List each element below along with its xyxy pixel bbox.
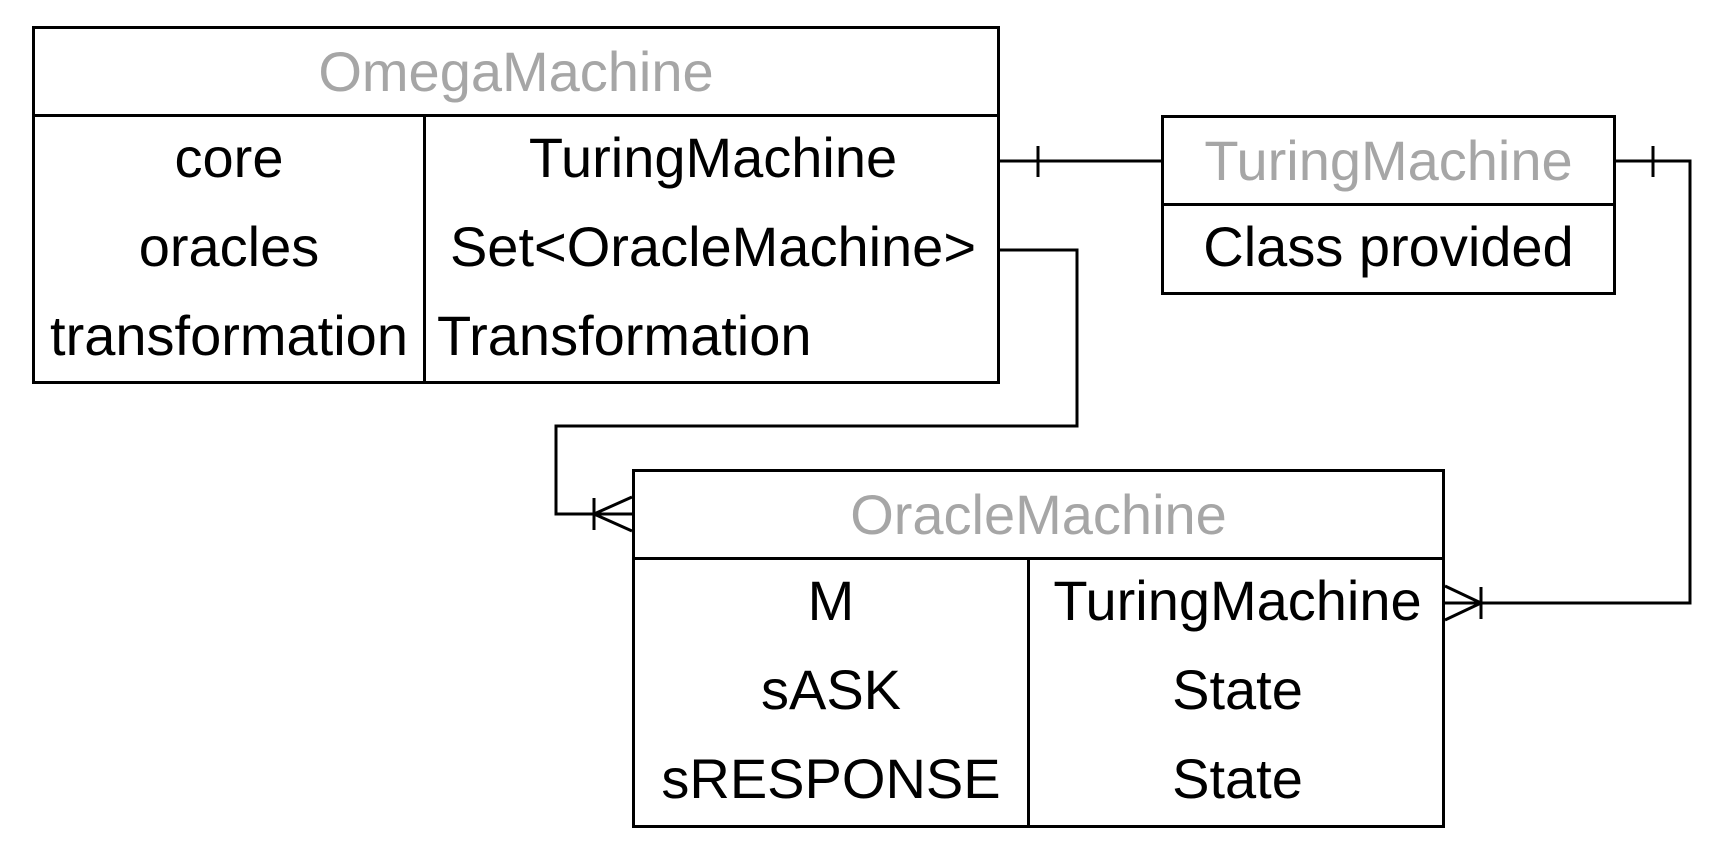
turing-machine-entity: TuringMachine Class provided bbox=[1161, 115, 1616, 295]
turing-machine-body: Class provided bbox=[1203, 215, 1574, 278]
turing-machine-title: TuringMachine bbox=[1164, 118, 1613, 206]
omega-field-type-core: TuringMachine bbox=[528, 126, 898, 189]
oracle-field-name-sask: sASK bbox=[760, 658, 902, 721]
relationship-turing-machine-to-oracle-m bbox=[1444, 146, 1692, 622]
oracle-field-type-sask: State bbox=[1172, 658, 1303, 721]
relationship-oracles-to-oracle-machine bbox=[554, 248, 1079, 533]
oracle-field-name-m: M bbox=[807, 569, 855, 632]
omega-machine-title: OmegaMachine bbox=[35, 29, 997, 117]
omega-field-name-oracles: oracles bbox=[138, 215, 320, 278]
omega-field-name-core: core bbox=[174, 126, 284, 189]
omega-field-type-transformation: Transformation bbox=[437, 304, 812, 367]
omega-field-type-oracles: Set<OracleMachine> bbox=[449, 215, 977, 278]
cardinality-many-crowfoot bbox=[1444, 584, 1485, 622]
oracle-field-type-m: TuringMachine bbox=[1053, 569, 1422, 632]
oracle-machine-column-divider bbox=[1027, 557, 1030, 828]
oracle-machine-entity: OracleMachine M TuringMachine sASK State… bbox=[632, 469, 1445, 828]
oracle-field-name-sresponse: sRESPONSE bbox=[661, 747, 1001, 810]
cardinality-many-crowfoot bbox=[590, 495, 633, 533]
relationship-core-to-turing-machine bbox=[1000, 146, 1161, 177]
oracle-machine-title: OracleMachine bbox=[635, 472, 1442, 560]
omega-machine-column-divider bbox=[423, 114, 426, 384]
omega-field-name-transformation: transformation bbox=[50, 304, 408, 367]
oracle-field-type-sresponse: State bbox=[1172, 747, 1303, 810]
omega-machine-entity: OmegaMachine core TuringMachine oracles … bbox=[32, 26, 1000, 384]
